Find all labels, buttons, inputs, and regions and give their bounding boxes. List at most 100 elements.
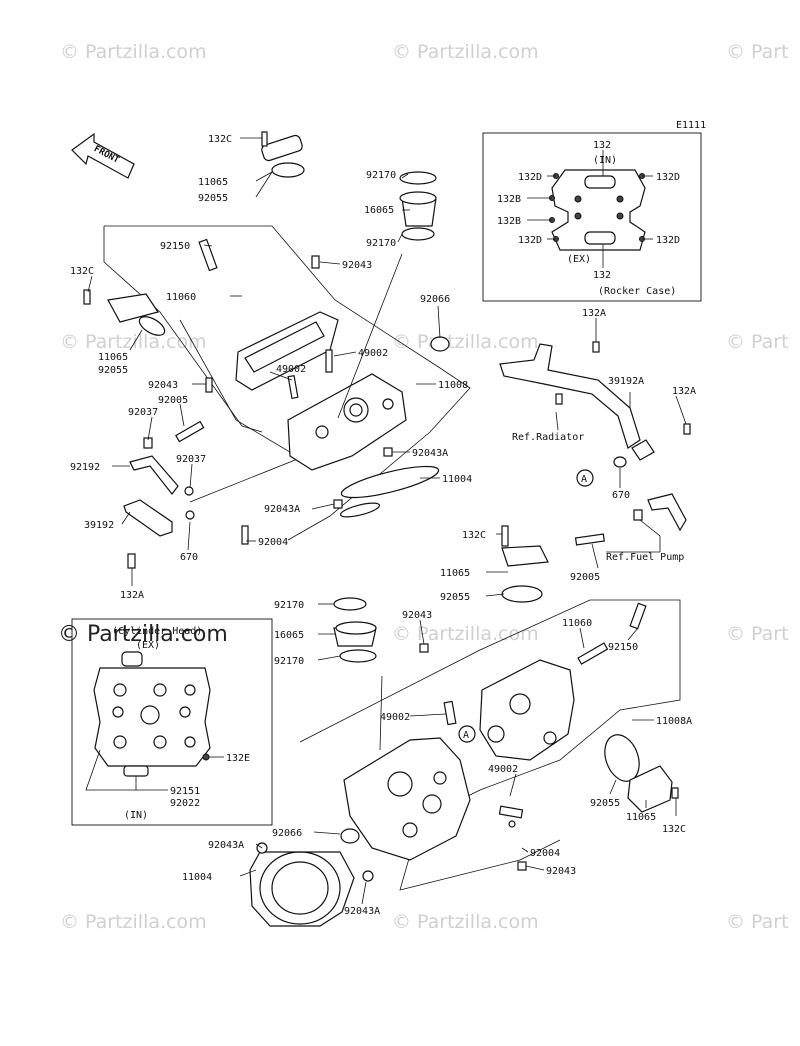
callout-label: 92043	[148, 380, 178, 391]
diagram-code: E1111	[676, 120, 706, 131]
callout-label: 132D	[518, 172, 542, 183]
callout-label: 92055	[590, 798, 620, 809]
watermark: © Partzilla.com	[392, 623, 539, 645]
ref-fuel-pump-label: Ref.Fuel Pump	[606, 552, 684, 563]
callout-label: 92043	[546, 866, 576, 877]
callout-label: 670	[180, 552, 198, 563]
callout-label: 11060	[166, 292, 196, 303]
inset-caption: (Cylinder Head)	[112, 626, 202, 637]
front-cylinder-head-assembly	[249, 597, 681, 927]
water-pipe-assembly	[499, 341, 691, 603]
callout-label: 132C	[462, 530, 486, 541]
inset-in-label: (IN)	[124, 810, 148, 821]
callout-label: 92043A	[344, 906, 380, 917]
callout-label: 92170	[274, 656, 304, 667]
callout-label: 92043A	[264, 504, 300, 515]
callout-label: 49002	[380, 712, 410, 723]
callout-label: 132D	[656, 172, 680, 183]
watermark: © Part	[726, 623, 789, 645]
watermark: © Partzilla.com	[60, 331, 207, 353]
callout-label: 92043A	[208, 840, 244, 851]
callout-label: 39192	[84, 520, 114, 531]
upper-right-callouts: 132A 39192A 132A 670 132C 11065 92055 92…	[440, 308, 696, 603]
callout-label: 16065	[274, 630, 304, 641]
callout-label: 92043	[342, 260, 372, 271]
reference-mark-a: A	[463, 730, 469, 741]
callout-label: 92170	[274, 600, 304, 611]
watermark: © Part	[726, 41, 789, 63]
callout-label: 132	[593, 270, 611, 281]
watermark-emphasized: © Partzilla.com	[58, 622, 228, 647]
watermark: © Partzilla.com	[392, 331, 539, 353]
callout-label: 49002	[276, 364, 306, 375]
callout-label: 92055	[440, 592, 470, 603]
callout-label: 11004	[442, 474, 472, 485]
a-markers: A A	[458, 469, 594, 743]
callout-label: 92005	[570, 572, 600, 583]
callout-label: 11008A	[656, 716, 692, 727]
callout-label: 11008	[438, 380, 468, 391]
callout-label: 670	[612, 490, 630, 501]
watermark: © Partzilla.com	[392, 41, 539, 63]
callout-label: 132C	[208, 134, 232, 145]
upper-leader-lines	[87, 137, 687, 597]
lower-leader-lines	[239, 603, 677, 905]
watermark: © Part	[726, 331, 789, 353]
reference-mark-a: A	[581, 474, 587, 485]
callout-label: 92004	[258, 537, 288, 548]
callout-label: 92170	[366, 238, 396, 249]
callout-label: 92055	[98, 365, 128, 376]
callout-label: 132D	[656, 235, 680, 246]
callout-label: 92043	[402, 610, 432, 621]
callout-label: 92151	[170, 786, 200, 797]
watermark: © Part	[726, 911, 789, 933]
callout-label: 132A	[120, 590, 144, 601]
inset-ex-label: (EX)	[567, 254, 591, 265]
callout-label: 11065	[626, 812, 656, 823]
callout-label: 92192	[70, 462, 100, 473]
rocker-case-inset: 132 (IN) 132D 132D 132B 132B 132D 132D (…	[482, 132, 702, 302]
inset-ex-label: (EX)	[136, 640, 160, 651]
upper-left-callouts: 132C 11065 92055 92150 132C 11060 11065 …	[70, 134, 306, 601]
callout-label: 132C	[70, 266, 94, 277]
lower-callouts: 92170 16065 92170 92043 11060 92150 4900…	[182, 600, 692, 917]
front-direction-arrow: FRONT	[71, 132, 135, 179]
callout-label: 92004	[530, 848, 560, 859]
callout-label: 132E	[226, 753, 250, 764]
callout-label: 49002	[488, 764, 518, 775]
inset-in-label: (IN)	[593, 155, 617, 166]
callout-label: 92005	[158, 395, 188, 406]
watermark-layer: © Partzilla.com © Partzilla.com © Part ©…	[58, 41, 789, 933]
callout-label: 92150	[608, 642, 638, 653]
callout-label: 132A	[672, 386, 696, 397]
callout-label: 92022	[170, 798, 200, 809]
callout-label: 132D	[518, 235, 542, 246]
callout-label: 132A	[582, 308, 606, 319]
callout-label: 92055	[198, 193, 228, 204]
callout-label: 39192A	[608, 376, 644, 387]
cylinder-head-inset: (Cylinder Head) (EX) 132E 92151 92022 (I…	[71, 618, 273, 826]
callout-label: 132B	[497, 194, 521, 205]
callout-label: 92066	[272, 828, 302, 839]
callout-label: 11065	[440, 568, 470, 579]
callout-label: 49002	[358, 348, 388, 359]
callout-label: 11060	[562, 618, 592, 629]
callout-label: 11004	[182, 872, 212, 883]
watermark: © Partzilla.com	[60, 41, 207, 63]
rear-cylinder-head-assembly	[83, 131, 471, 569]
callout-label: 92037	[176, 454, 206, 465]
callout-label: 92037	[128, 407, 158, 418]
inset-caption: (Rocker Case)	[598, 286, 676, 297]
watermark: © Partzilla.com	[392, 911, 539, 933]
callout-label: 11065	[198, 177, 228, 188]
watermark: © Partzilla.com	[60, 911, 207, 933]
callout-label: 132B	[497, 216, 521, 227]
ref-radiator-label: Ref.Radiator	[512, 432, 584, 443]
callout-label: 92043A	[412, 448, 448, 459]
callout-label: 92150	[160, 241, 190, 252]
callout-label: 92170	[366, 170, 396, 181]
callout-label: 16065	[364, 205, 394, 216]
callout-label: 132	[593, 140, 611, 151]
